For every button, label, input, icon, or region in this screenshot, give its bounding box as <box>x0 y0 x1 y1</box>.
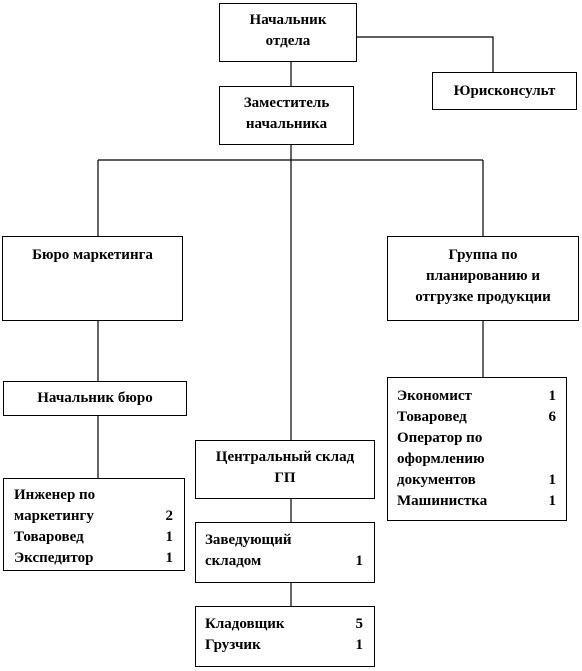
staff-count: 1 <box>548 472 557 488</box>
staff-count: 1 <box>355 637 364 653</box>
staff-row: Кладовщик 5 <box>205 614 363 635</box>
staff-row: Экономист 1 <box>397 386 556 407</box>
deputy-head-line-2: начальника <box>245 116 328 132</box>
warehouse-head-box: Заведующий складом 1 <box>195 522 375 583</box>
deputy-head-line-1: Заместитель <box>243 95 330 111</box>
staff-count: 1 <box>548 388 557 404</box>
staff-role: Инженер по маркетингу <box>14 487 96 524</box>
staff-row: Грузчик 1 <box>205 635 363 656</box>
department-head-box: Начальник отдела <box>219 3 357 62</box>
staff-row: Оператор по оформлению документов 1 <box>397 428 556 491</box>
staff-role: Грузчик <box>205 637 261 653</box>
staff-count: 1 <box>548 493 557 509</box>
central-warehouse-line-2: ГП <box>274 470 296 486</box>
staff-count: 6 <box>548 409 557 425</box>
staff-count: 2 <box>165 508 174 524</box>
staff-role: Экономист <box>397 388 472 404</box>
planning-group-line-1: Группа по <box>448 247 518 263</box>
staff-role: Товаровед <box>14 529 84 545</box>
staff-role: Товаровед <box>397 409 467 425</box>
central-warehouse-box: Центральный склад ГП <box>195 440 375 499</box>
central-warehouse-line-1: Центральный склад <box>215 449 355 465</box>
planning-group-line-3: отгрузке продукции <box>415 289 551 305</box>
staff-count: 1 <box>355 553 364 569</box>
staff-row: Машинистка 1 <box>397 491 556 512</box>
bureau-head-box: Начальник бюро <box>3 381 187 416</box>
planning-staff-box: Экономист 1 Товаровед 6 Оператор по офор… <box>387 377 567 521</box>
marketing-bureau-label: Бюро маркетинга <box>32 247 153 263</box>
staff-row: Инженер по маркетингу 2 <box>14 485 173 527</box>
staff-row: Товаровед 1 <box>14 527 173 548</box>
staff-count: 5 <box>355 616 364 632</box>
staff-role: Машинистка <box>397 493 488 509</box>
department-head-line-2: отдела <box>265 33 311 49</box>
staff-row: Товаровед 6 <box>397 407 556 428</box>
staff-row: Заведующий складом 1 <box>205 530 363 572</box>
staff-role: Заведующий складом <box>205 532 292 569</box>
legal-advisor-label: Юрисконсульт <box>453 83 556 99</box>
marketing-staff-box: Инженер по маркетингу 2 Товаровед 1 Эксп… <box>3 478 185 571</box>
staff-row: Экспедитор 1 <box>14 548 173 569</box>
marketing-bureau-box: Бюро маркетинга <box>2 236 183 321</box>
staff-role: Экспедитор <box>14 550 94 566</box>
staff-role: Оператор по оформлению документов <box>397 430 485 488</box>
staff-role: Кладовщик <box>205 616 285 632</box>
planning-group-line-2: планированию и <box>425 268 541 284</box>
deputy-head-box: Заместитель начальника <box>219 86 354 145</box>
staff-count: 1 <box>165 550 174 566</box>
legal-advisor-box: Юрисконсульт <box>432 72 577 110</box>
planning-group-box: Группа по планированию и отгрузке продук… <box>387 236 579 321</box>
department-head-line-1: Начальник <box>249 12 327 28</box>
bureau-head-label: Начальник бюро <box>37 390 153 406</box>
warehouse-staff-box: Кладовщик 5 Грузчик 1 <box>195 606 375 667</box>
staff-count: 1 <box>165 529 174 545</box>
